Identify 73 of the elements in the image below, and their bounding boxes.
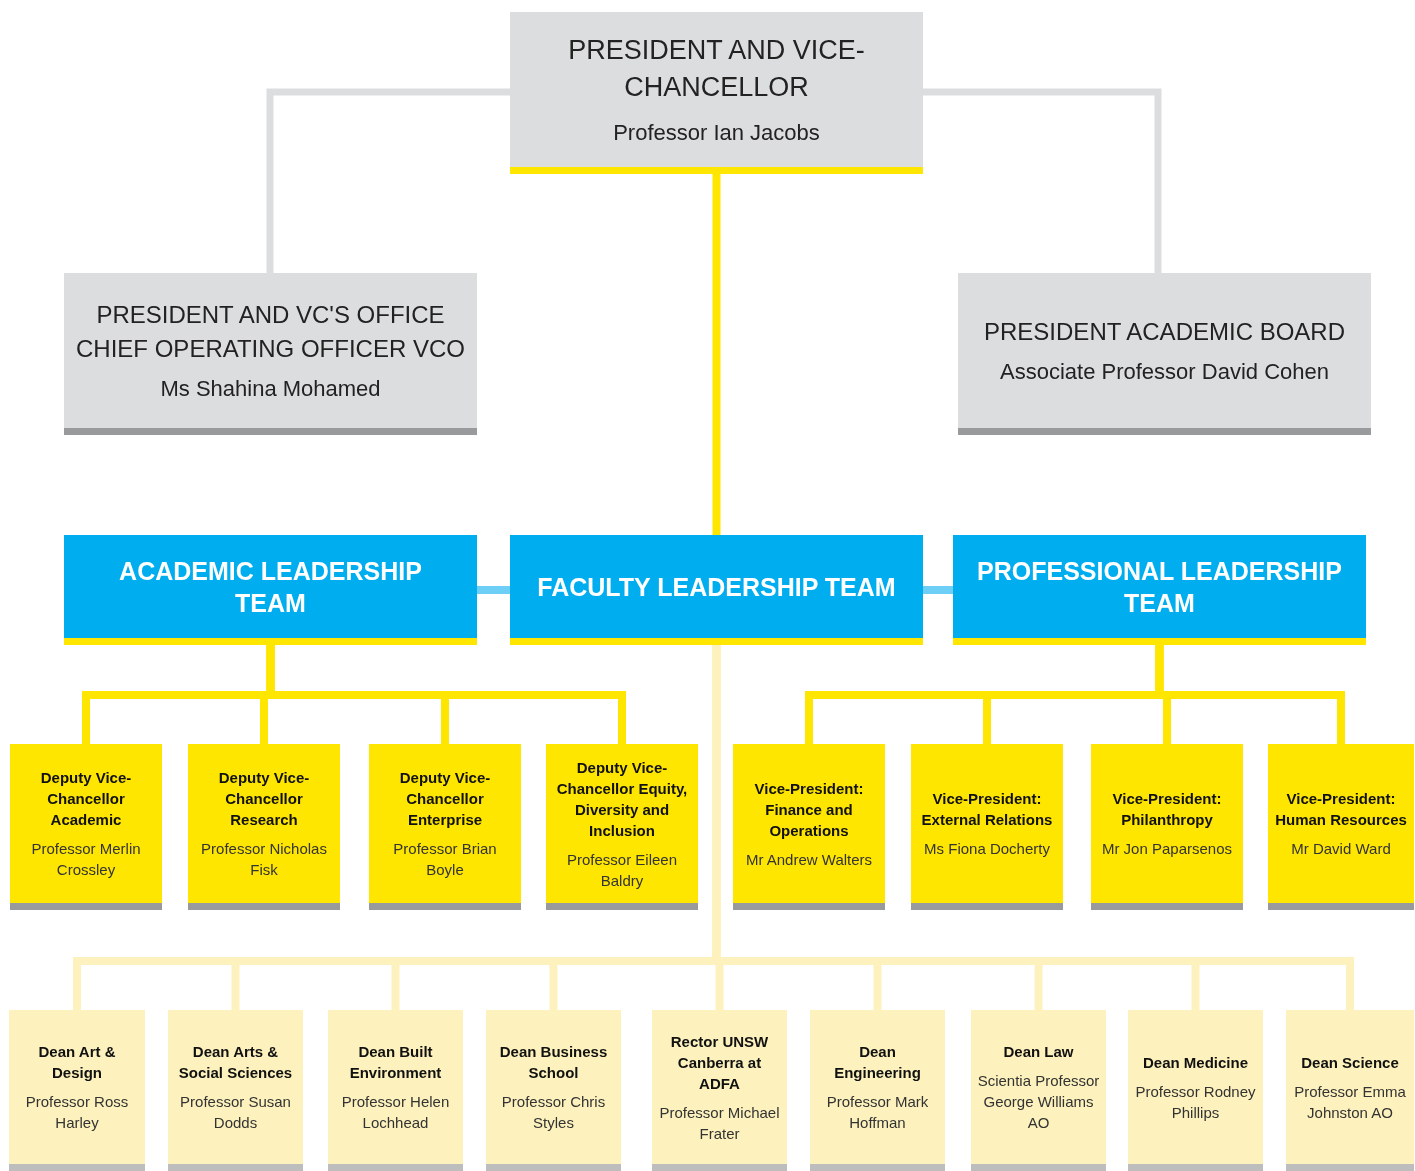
person-name: Professor Brian Boyle (392, 839, 498, 880)
role-box (971, 1010, 1106, 1171)
role-box (64, 273, 477, 435)
role-title: PRESIDENT ACADEMIC BOARD (984, 316, 1345, 347)
person-name: Professor Ross Harley (24, 1092, 130, 1133)
team-box (510, 535, 923, 645)
connector-line (712, 174, 721, 535)
connector-line (266, 645, 626, 744)
role-box (1091, 744, 1243, 910)
role-title: Deputy Vice-Chancellor Enterprise (398, 768, 492, 830)
role-title: PRESIDENT AND VC'S OFFICE CHIEF OPERATING OFFICER VCO (75, 299, 466, 364)
role-title: Dean Law (1003, 1042, 1074, 1062)
person-name: Ms Shahina Mohamed (160, 374, 381, 403)
person-name: Professor Mark Hoffman (825, 1092, 930, 1133)
role-box (510, 12, 923, 174)
person-name: Professor Nicholas Fisk (200, 839, 328, 880)
role-title: Vice-President: Philanthropy (1111, 789, 1223, 830)
role-box (1286, 1010, 1414, 1171)
role-title: Vice-President: External Relations (920, 789, 1054, 830)
role-title: Dean Medicine (1143, 1052, 1248, 1073)
role-box (328, 1010, 463, 1171)
role-box (1268, 744, 1414, 910)
person-name: Professor Ian Jacobs (613, 118, 820, 147)
role-title: Deputy Vice-Chancellor Academic (39, 768, 133, 830)
team-box (64, 535, 477, 645)
role-title: PROFESSIONAL LEADERSHIP TEAM (977, 555, 1342, 619)
person-name: Professor Eileen Baldry (565, 849, 679, 891)
connector-line (923, 88, 1162, 273)
role-box (958, 273, 1371, 435)
person-name: Professor Rodney Phillips (1134, 1081, 1257, 1123)
person-name: Professor Michael Frater (658, 1102, 781, 1144)
person-name: Professor Helen Lochhead (340, 1092, 451, 1133)
connector-line (923, 586, 953, 594)
role-box (546, 744, 698, 910)
role-title: Vice-President: Human Resources (1274, 789, 1408, 830)
role-box (911, 744, 1063, 910)
connector-line (477, 586, 510, 594)
role-title: ACADEMIC LEADERSHIP TEAM (118, 555, 423, 619)
person-name: Professor Susan Dodds (179, 1092, 292, 1133)
role-title: Dean Business School (498, 1042, 609, 1083)
connector-line (1155, 645, 1345, 744)
role-box (9, 1010, 145, 1171)
role-title: Rector UNSW Canberra at ADFA (669, 1031, 770, 1094)
role-box (652, 1010, 787, 1171)
role-title: Dean Science (1301, 1052, 1399, 1073)
person-name: Mr David Ward (1291, 839, 1391, 859)
person-name: Mr Jon Paparsenos (1101, 839, 1233, 859)
role-title: Deputy Vice-Chancellor Research (217, 768, 311, 830)
team-box (953, 535, 1366, 645)
role-title: Dean Art & Design (37, 1042, 117, 1083)
role-box (733, 744, 885, 910)
person-name: Mr Andrew Walters (745, 849, 873, 870)
person-name: Professor Emma Johnston AO (1293, 1081, 1407, 1123)
role-box (810, 1010, 945, 1171)
role-title: Dean Built Environment (348, 1042, 443, 1083)
role-box (486, 1010, 621, 1171)
person-name: Scientia Professor George Williams AO (976, 1071, 1101, 1133)
role-title: PRESIDENT AND VICE-CHANCELLOR (567, 33, 866, 104)
role-title: Deputy Vice-Chancellor Equity, Diversity and Inclusion (555, 757, 689, 841)
role-box (188, 744, 340, 910)
role-title: FACULTY LEADERSHIP TEAM (537, 571, 896, 603)
person-name: Professor Chris Styles (500, 1092, 607, 1133)
role-box (10, 744, 162, 910)
role-title: Dean Arts & Social Sciences (177, 1042, 294, 1083)
person-name: Ms Fiona Docherty (924, 839, 1050, 859)
person-name: Professor Merlin Crossley (30, 839, 142, 880)
role-box (168, 1010, 303, 1171)
role-box (1128, 1010, 1263, 1171)
person-name: Associate Professor David Cohen (1000, 357, 1329, 386)
role-box (369, 744, 521, 910)
role-title: Vice-President: Finance and Operations (753, 778, 865, 841)
role-title: Dean Engineering (833, 1042, 922, 1083)
connector-line (266, 88, 510, 273)
